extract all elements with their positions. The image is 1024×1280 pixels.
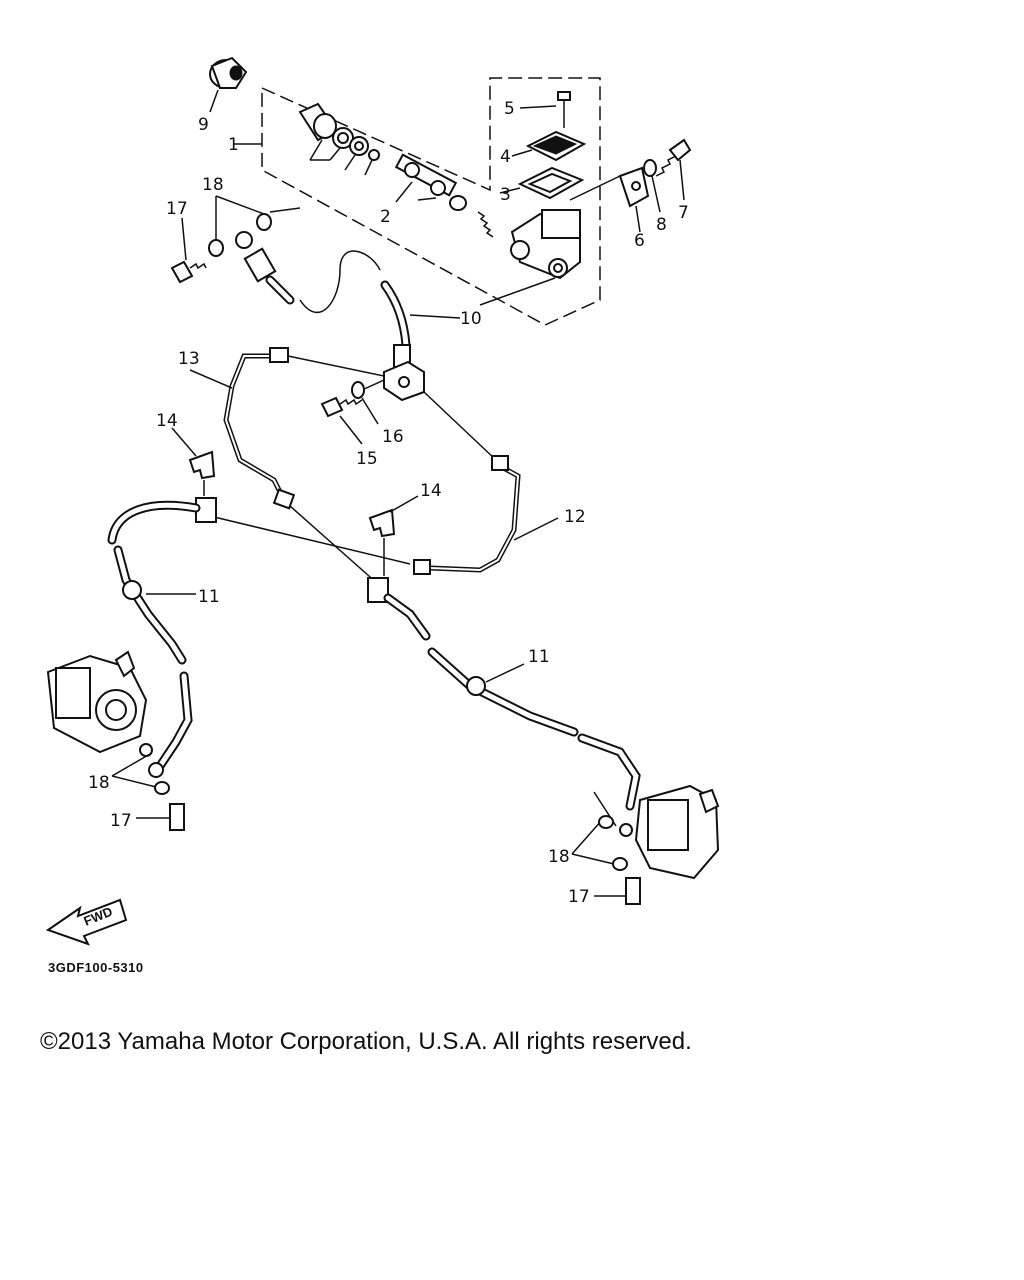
brake-joint-block <box>383 360 425 402</box>
part-18-washer-left <box>154 781 170 795</box>
part-5-screw <box>519 91 571 128</box>
part-12-brake-pipe <box>413 391 559 575</box>
part-14-clip-left <box>171 427 216 496</box>
part-9-sleeve <box>209 56 248 113</box>
callout-6: 6 <box>634 231 645 251</box>
callout-8: 8 <box>656 215 667 235</box>
part-8-washer <box>643 159 661 213</box>
part-17-union-bolt-right <box>594 877 641 905</box>
part-7-bolt <box>655 138 692 201</box>
part-6-holder <box>569 166 650 233</box>
callout-18-top: 18 <box>202 175 224 195</box>
callout-17-left: 17 <box>110 811 132 831</box>
part-2-piston <box>394 153 494 238</box>
callout-17-right: 17 <box>568 887 590 907</box>
callout-11-right: 11 <box>528 647 550 667</box>
callout-4: 4 <box>500 147 511 167</box>
fwd-arrow-icon: FWD <box>45 898 128 946</box>
callout-14-left: 14 <box>156 411 178 431</box>
part-16-washer <box>351 381 379 425</box>
callout-12: 12 <box>564 507 586 527</box>
callout-17-top: 17 <box>166 199 188 219</box>
master-cylinder-kit-outline <box>261 77 601 326</box>
part-1-piston-kit <box>234 102 380 176</box>
part-10-brake-hose <box>235 207 461 368</box>
brake-system-exploded-diagram: FWD 3GDF100-5310 1 2 3 4 5 6 7 8 9 10 11… <box>45 56 720 975</box>
part-14-clip-right <box>368 495 419 576</box>
diagram-part-code: 3GDF100-5310 <box>48 960 144 975</box>
callout-9: 9 <box>198 115 209 135</box>
copyright-notice: ©2013 Yamaha Motor Corporation, U.S.A. A… <box>40 1028 692 1055</box>
callout-5: 5 <box>504 99 515 119</box>
callout-15: 15 <box>356 449 378 469</box>
callout-13: 13 <box>178 349 200 369</box>
callout-14-right: 14 <box>420 481 442 501</box>
part-15-bolt <box>320 379 385 445</box>
part-3-diaphragm <box>499 166 585 200</box>
callout-1: 1 <box>228 135 239 155</box>
callout-7: 7 <box>678 203 689 223</box>
part-17-union-bolt-top <box>170 217 207 284</box>
callout-3: 3 <box>500 185 511 205</box>
part-11-brake-hose-left <box>107 497 411 778</box>
part-11-brake-hose-right <box>289 505 641 811</box>
callout-18-right: 18 <box>548 847 570 867</box>
part-18-washers-right <box>598 815 628 871</box>
left-brake-caliper <box>46 650 161 789</box>
callout-11-left: 11 <box>198 587 220 607</box>
part-13-brake-pipe <box>189 347 385 510</box>
callout-10: 10 <box>460 309 482 329</box>
callout-18-left: 18 <box>88 773 110 793</box>
part-18-washers-top <box>208 195 272 257</box>
callout-16: 16 <box>382 427 404 447</box>
part-4-cap <box>511 130 587 162</box>
master-cylinder-body <box>479 209 581 306</box>
part-17-union-bolt-left <box>136 803 185 831</box>
callout-2: 2 <box>380 207 391 227</box>
right-brake-caliper <box>571 784 720 880</box>
